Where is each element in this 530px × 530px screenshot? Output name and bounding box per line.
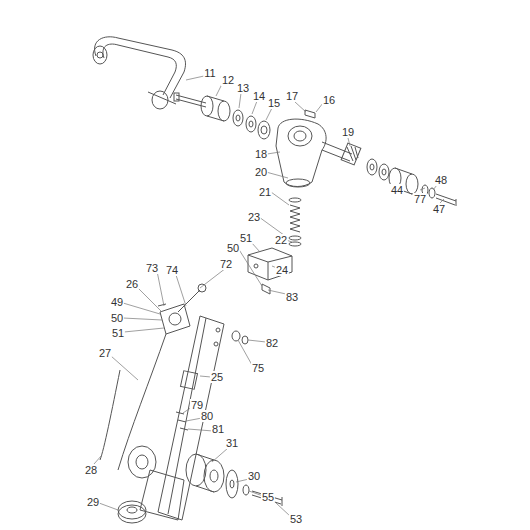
callout-number: 15: [267, 97, 281, 109]
callout-number: 47: [432, 203, 446, 215]
callout-number: 73: [145, 262, 159, 274]
cable: [118, 334, 166, 470]
callout-number: 44: [390, 184, 404, 196]
pin: [305, 110, 315, 118]
callout-number: 31: [225, 437, 239, 449]
spring: [289, 198, 301, 246]
callout-number: 49: [110, 296, 124, 308]
callout-number: 26: [125, 278, 139, 290]
callout-number: 16: [322, 94, 336, 106]
callout-number: 82: [265, 337, 279, 349]
callout-number: 74: [165, 264, 179, 276]
spacer: [201, 96, 230, 121]
callout-number: 27: [98, 347, 112, 359]
column: [158, 316, 224, 520]
callout-number: 80: [200, 410, 214, 422]
callout-number: 22: [274, 234, 288, 246]
cable-sheath: [100, 370, 120, 460]
callout-number: 50: [110, 312, 124, 324]
handle-bar: [93, 37, 186, 109]
callout-number: 19: [341, 126, 355, 138]
callout-number: 11: [203, 67, 216, 79]
callout-number: 12: [221, 74, 235, 86]
callout-number: 55: [261, 491, 275, 503]
lever-assembly: [158, 284, 206, 334]
callout-number: 24: [275, 264, 289, 276]
base-bracket: [128, 446, 184, 520]
callout-number: 23: [247, 211, 261, 223]
callout-number: 21: [258, 186, 272, 198]
callout-number: 14: [252, 90, 266, 102]
wheel: [186, 454, 282, 506]
callout-number: 81: [211, 423, 225, 435]
callout-number: 30: [247, 470, 261, 482]
callout-number: 51: [111, 327, 125, 339]
callout-number: 29: [86, 496, 100, 508]
callout-number: 72: [219, 258, 233, 270]
callout-number: 77: [413, 193, 427, 205]
washer: [429, 188, 435, 198]
callout-number: 28: [84, 464, 98, 476]
washers: [233, 110, 270, 139]
callout-number: 20: [254, 166, 268, 178]
callout-number: 48: [434, 174, 448, 186]
nut: [262, 284, 270, 294]
pulley: [118, 501, 146, 523]
callout-number: 18: [254, 148, 268, 160]
block: [248, 248, 292, 280]
callout-number: 25: [210, 371, 224, 383]
callout-number: 53: [289, 513, 303, 525]
callout-number: 75: [251, 362, 265, 374]
leader-lines: [94, 76, 444, 516]
shaft: [322, 142, 389, 180]
callout-number: 51: [239, 232, 253, 244]
callout-number: 17: [285, 90, 299, 102]
callout-number: 83: [285, 291, 299, 303]
washer-bolt: [232, 331, 248, 344]
callout-number: 13: [236, 82, 250, 94]
